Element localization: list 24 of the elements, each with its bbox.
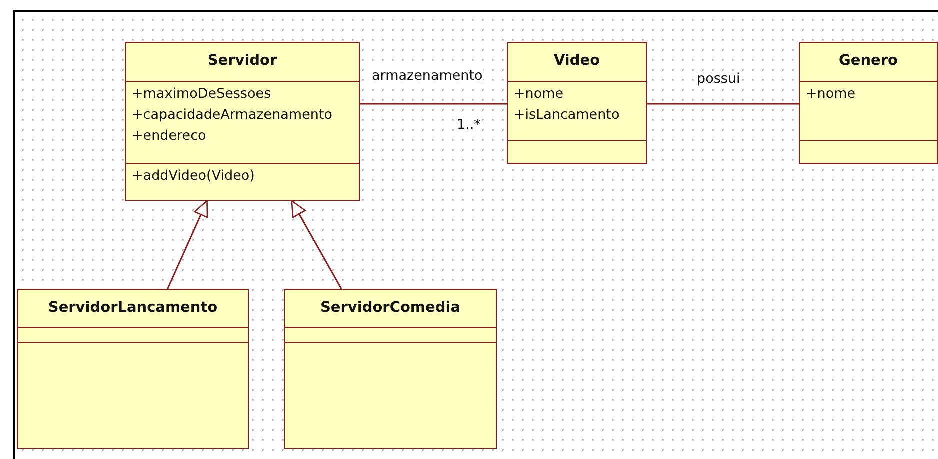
class-box bbox=[799, 42, 938, 164]
class-box bbox=[507, 42, 647, 164]
class-name: Genero bbox=[838, 52, 899, 71]
class-box bbox=[284, 289, 497, 449]
attribute: +endereco bbox=[132, 127, 208, 146]
attribute: +nome bbox=[514, 85, 565, 104]
attribute: +nome bbox=[806, 85, 857, 104]
association-line bbox=[647, 103, 799, 105]
class-name: Servidor bbox=[206, 52, 278, 71]
attribute: +isLancamento bbox=[514, 106, 621, 125]
attribute: +capacidadeArmazenamento bbox=[132, 106, 334, 125]
attribute: +maximoDeSessoes bbox=[132, 85, 272, 104]
association-line bbox=[360, 103, 507, 105]
generalization-arrow bbox=[291, 200, 342, 290]
class-box bbox=[17, 289, 249, 449]
multiplicity-label: 1..* bbox=[457, 117, 481, 133]
operation: +addVideo(Video) bbox=[132, 167, 256, 186]
class-name: Video bbox=[552, 52, 602, 71]
class-name: ServidorLancamento bbox=[47, 299, 219, 318]
class-box bbox=[125, 42, 360, 201]
edge-label: armazenamento bbox=[372, 68, 483, 84]
generalization-arrow bbox=[167, 200, 208, 290]
class-name: ServidorComedia bbox=[319, 299, 462, 318]
edge-label: possui bbox=[697, 71, 740, 87]
